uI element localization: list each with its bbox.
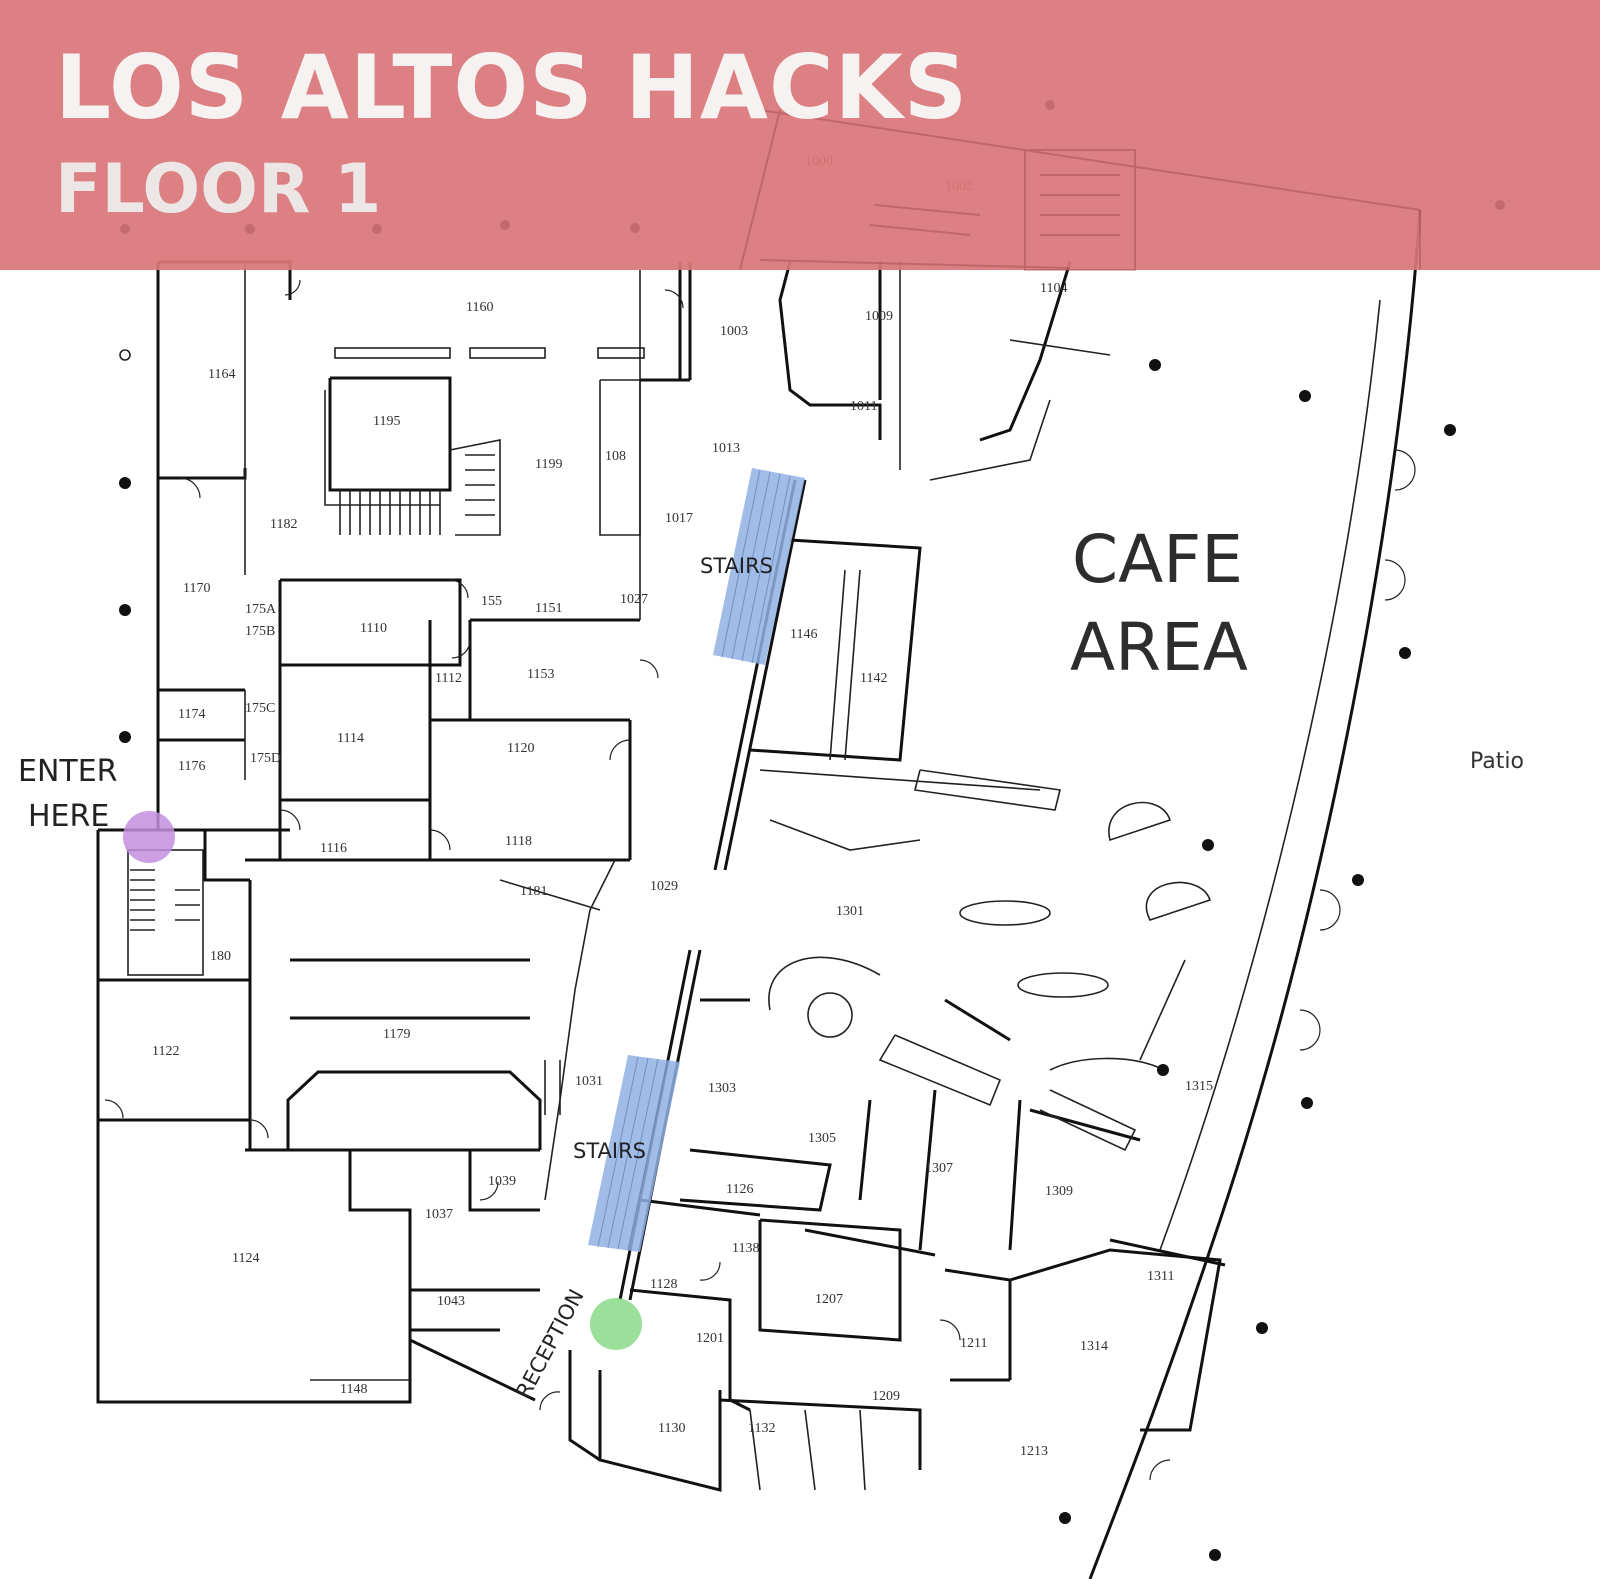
room-1114: 1114 (337, 731, 364, 746)
room-1037: 1037 (425, 1207, 453, 1222)
room-108: 108 (605, 449, 626, 464)
room-1311: 1311 (1147, 1269, 1174, 1284)
stairs-highlights (588, 468, 805, 1252)
room-1110: 1110 (360, 621, 387, 636)
header-subtitle: FLOOR 1 (55, 150, 381, 229)
room-1307: 1307 (925, 1161, 953, 1176)
header-banner: LOS ALTOS HACKS FLOOR 1 (0, 0, 1600, 271)
room-1170: 1170 (183, 581, 210, 596)
room-1120: 1120 (507, 741, 534, 756)
room-1124: 1124 (232, 1251, 259, 1266)
cafe-area-label-line2: AREA (1070, 609, 1248, 686)
room-1174: 1174 (178, 707, 205, 722)
building-walls (96, 209, 1422, 1579)
room-1118: 1118 (505, 834, 532, 849)
room-1309: 1309 (1045, 1184, 1073, 1199)
room-1195: 1195 (373, 414, 400, 429)
room-1153: 1153 (527, 667, 554, 682)
room-1142: 1142 (860, 671, 887, 686)
enter-here-label-line1: ENTER (18, 754, 118, 789)
cafe-area-label-line1: CAFE (1072, 521, 1243, 598)
room-1151: 1151 (535, 601, 562, 616)
room-1031: 1031 (575, 1074, 603, 1089)
room-175a: 175A (245, 602, 277, 617)
stairs-lower-highlight (588, 1055, 680, 1252)
room-1112: 1112 (435, 671, 462, 686)
room-1126: 1126 (726, 1182, 753, 1197)
room-1176: 1176 (178, 759, 205, 774)
room-180: 180 (210, 949, 231, 964)
door-swings (104, 279, 1416, 1481)
room-1104: 1104 (1040, 281, 1067, 296)
room-1301: 1301 (836, 904, 864, 919)
room-1116: 1116 (320, 841, 347, 856)
entrance-stair-treads (130, 869, 200, 931)
header-banner-background (0, 0, 1600, 270)
room-1039: 1039 (488, 1174, 516, 1189)
room-1148: 1148 (340, 1382, 367, 1397)
room-1027: 1027 (620, 592, 648, 607)
reception-marker[interactable] (590, 1298, 642, 1350)
room-1029: 1029 (650, 879, 678, 894)
room-1130: 1130 (658, 1421, 685, 1436)
stage-steps (339, 490, 441, 535)
room-1146: 1146 (790, 627, 817, 642)
room-1181: 1181 (520, 884, 547, 899)
header-title: LOS ALTOS HACKS (55, 36, 968, 139)
room-1315: 1315 (1185, 1079, 1213, 1094)
room-1182: 1182 (270, 517, 297, 532)
room-1164: 1164 (208, 367, 235, 382)
room-1303: 1303 (708, 1081, 736, 1096)
columns (119, 349, 1456, 1561)
room-1138: 1138 (732, 1241, 759, 1256)
room-1132: 1132 (748, 1421, 775, 1436)
room-1211: 1211 (960, 1336, 987, 1351)
room-1013: 1013 (712, 441, 740, 456)
stairs-upper-label: STAIRS (700, 554, 773, 578)
room-1314: 1314 (1080, 1339, 1108, 1354)
room-1201: 1201 (696, 1331, 724, 1346)
room-1160: 1160 (466, 300, 493, 315)
room-175d: 175D (250, 751, 281, 766)
room-175b: 175B (245, 624, 275, 639)
room-1009: 1009 (865, 309, 893, 324)
room-175c: 175C (245, 701, 275, 716)
room-1179: 1179 (383, 1027, 410, 1042)
room-1017: 1017 (665, 511, 693, 526)
patio-label: Patio (1470, 749, 1524, 774)
room-155: 155 (481, 594, 502, 609)
room-1011: 1011 (850, 399, 877, 414)
stairs-lower-label: STAIRS (573, 1139, 646, 1163)
room-1213: 1213 (1020, 1444, 1048, 1459)
room-1128: 1128 (650, 1277, 677, 1292)
reception-label: RECEPTION (511, 1285, 588, 1402)
room-1122: 1122 (152, 1044, 179, 1059)
room-1199: 1199 (535, 457, 562, 472)
enter-here-label-line2: HERE (28, 799, 109, 834)
room-1207: 1207 (815, 1292, 843, 1307)
entrance-marker[interactable] (123, 811, 175, 863)
room-1043: 1043 (437, 1294, 465, 1309)
room-1209: 1209 (872, 1389, 900, 1404)
room-1003: 1003 (720, 324, 748, 339)
room-numbers: 1000 1002 1003 1104 1009 1011 1160 1164 … (152, 154, 1213, 1459)
room-1305: 1305 (808, 1131, 836, 1146)
cafe-furniture (768, 769, 1212, 1257)
